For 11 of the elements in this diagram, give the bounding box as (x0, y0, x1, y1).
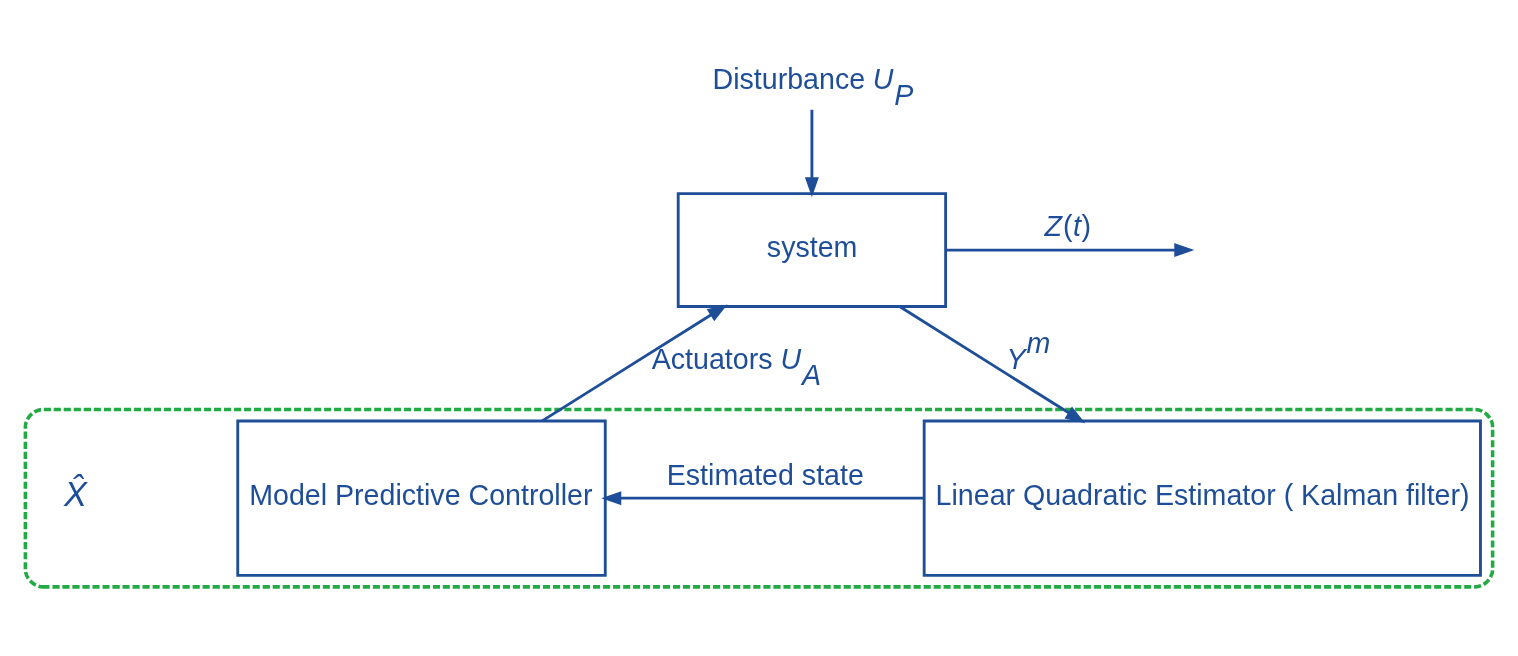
arrow (946, 243, 1195, 258)
node-box: Model Predictive Controller (236, 419, 607, 577)
node-box: Linear Quadratic Estimator ( Kalman filter) (922, 419, 1482, 577)
edge-label: Z(t) (1044, 209, 1092, 242)
arrow (601, 491, 924, 506)
label: X̂ (63, 474, 87, 513)
edge-label: Estimated state (666, 459, 864, 492)
arrow (541, 304, 728, 423)
node-box: system (676, 192, 948, 308)
arrow (899, 305, 1086, 424)
arrow (804, 109, 819, 198)
